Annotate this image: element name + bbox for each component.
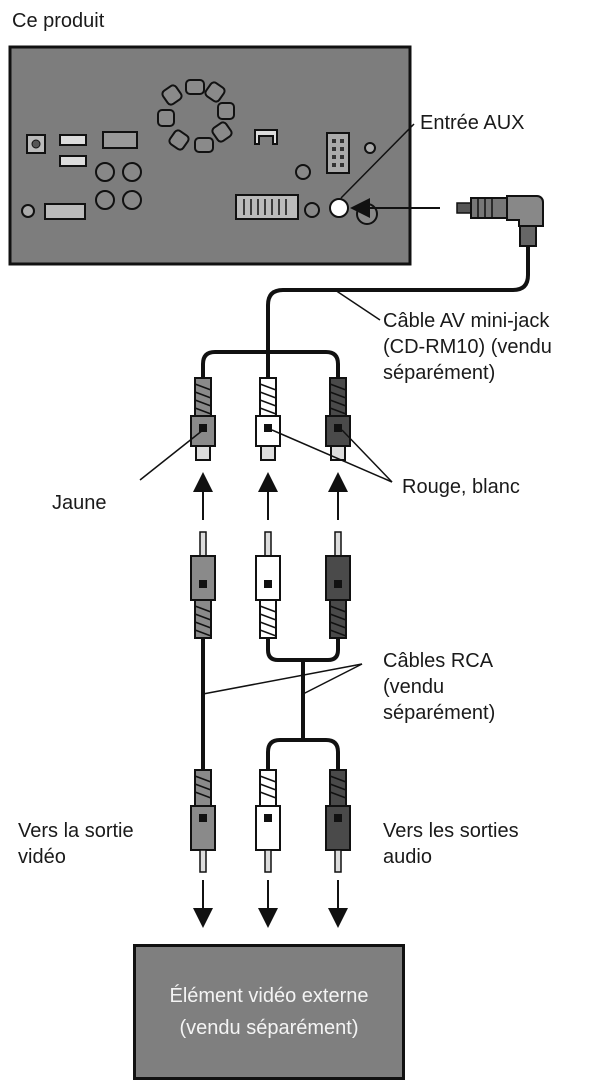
- external-device-line1: Élément vidéo externe: [169, 985, 369, 1007]
- aux-input-label: Entrée AUX: [420, 112, 525, 134]
- video-out-label: Vers la sortie vidéo: [18, 818, 134, 870]
- av-cable-label: Câble AV mini-jack (CD-RM10) (vendu sépa…: [383, 308, 590, 386]
- av-cable-label-line1: Câble AV mini-jack: [383, 310, 550, 332]
- rca-label-line3: séparément): [383, 702, 496, 724]
- rca-red-plug-lower: [325, 769, 351, 873]
- av-cable-label-line2: (CD-RM10) (vendu: [383, 336, 552, 358]
- aux-jack: [329, 198, 349, 218]
- rca-cables-label: Câbles RCA (vendu séparément): [383, 648, 495, 726]
- white-plug-top: [255, 377, 281, 461]
- audio-out-line2: audio: [383, 846, 432, 868]
- red-plug-top: [325, 377, 351, 461]
- rca-red-plug-upper: [325, 531, 351, 639]
- yellow-label: Jaune: [52, 492, 107, 514]
- external-device-line2: (vendu séparément): [179, 1017, 359, 1039]
- video-out-line1: Vers la sortie: [18, 820, 134, 842]
- head-unit-rear-panel: [8, 45, 412, 266]
- rca-white-plug-upper: [255, 531, 281, 639]
- external-video-device: Élément vidéo externe (vendu séparément): [133, 944, 405, 1080]
- product-label: Ce produit: [12, 10, 105, 32]
- rca-yellow-plug-lower: [190, 769, 216, 873]
- red-white-label: Rouge, blanc: [402, 476, 520, 498]
- audio-out-label: Vers les sorties audio: [383, 818, 519, 870]
- audio-out-line1: Vers les sorties: [383, 820, 519, 842]
- yellow-plug-top: [190, 377, 216, 461]
- video-out-line2: vidéo: [18, 846, 66, 868]
- mini-jack-plug: [456, 195, 544, 247]
- av-cable-label-line3: séparément): [383, 362, 496, 384]
- rca-yellow-plug-upper: [190, 531, 216, 639]
- rca-label-line2: (vendu: [383, 676, 445, 698]
- rca-label-line1: Câbles RCA: [383, 650, 494, 672]
- rca-white-plug-lower: [255, 769, 281, 873]
- fan-icon: [157, 79, 235, 153]
